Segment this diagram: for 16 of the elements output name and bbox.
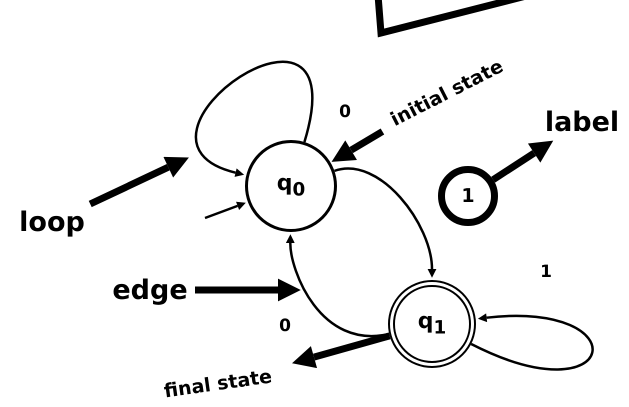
state-label: q$_{0}$ bbox=[276, 171, 306, 201]
self-loop-arrow bbox=[196, 60, 314, 177]
pointer-arrow bbox=[195, 278, 301, 302]
state-label: 1 bbox=[461, 185, 475, 207]
transition-arrow bbox=[334, 167, 436, 278]
pointer-arrow bbox=[292, 332, 391, 368]
pointer-arrow bbox=[332, 128, 384, 162]
state-label: q$_{1}$ bbox=[418, 309, 446, 339]
pointer-arrow bbox=[491, 140, 554, 183]
annotation-text: edge bbox=[105, 272, 195, 308]
annotation-text: label bbox=[538, 104, 626, 140]
pointer-arrow bbox=[88, 156, 189, 208]
transition-arrow bbox=[204, 202, 246, 220]
annotation-text: final state bbox=[142, 360, 294, 407]
self-loop-arrow bbox=[470, 313, 594, 371]
annotation-text: loop bbox=[10, 204, 94, 240]
